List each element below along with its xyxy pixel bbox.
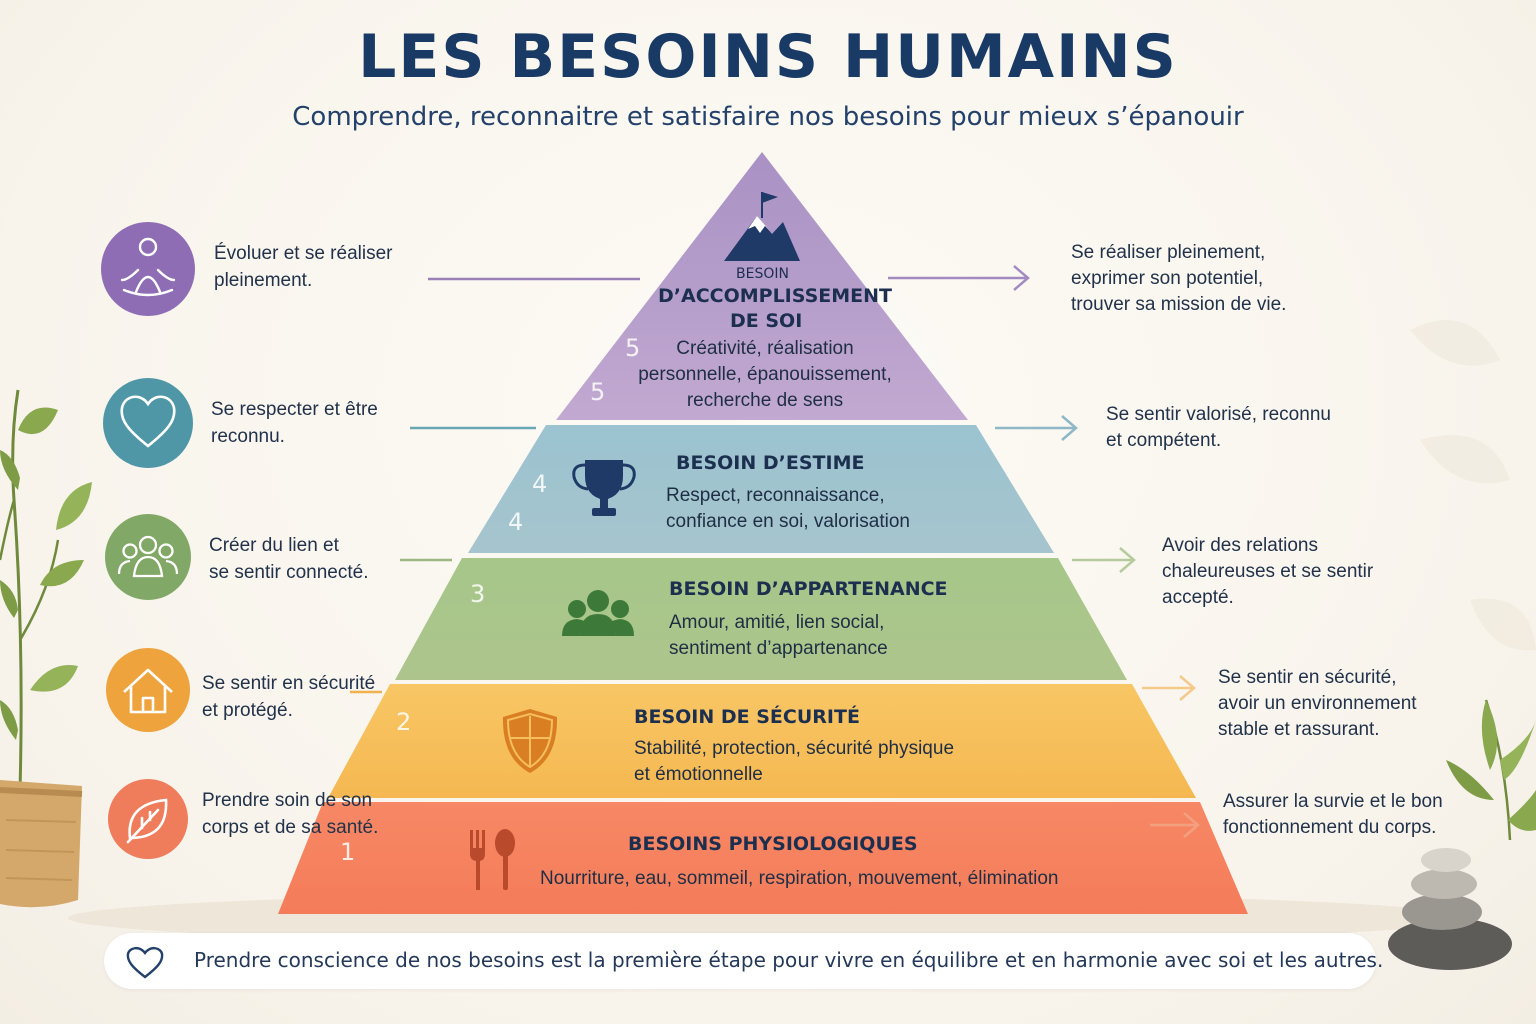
people-icon — [562, 590, 634, 636]
house-icon — [123, 668, 173, 714]
right-text-3: Avoir des relations chaleureuses et se s… — [1162, 535, 1374, 608]
right-arrow-5 — [888, 265, 1030, 291]
left-text-2: Se sentir en sécurité et protégé. — [202, 673, 376, 721]
left-text-4: Se respecter et être reconnu. — [211, 399, 378, 447]
left-circle-1 — [108, 779, 188, 859]
level-1-band — [278, 802, 1248, 914]
level-3-description: Amour, amitié, lien social, sentiment d’… — [669, 612, 888, 659]
level-5-number: 5 — [625, 334, 641, 362]
level-4-number-shadow: 4 — [508, 508, 524, 536]
footer-text: Prendre conscience de nos besoins est la… — [194, 948, 1384, 972]
stacked-stones — [1388, 848, 1512, 970]
meditation-icon — [120, 237, 176, 297]
right-arrow-4 — [995, 415, 1078, 441]
level-2-description: Stabilité, protection, sécurité physique… — [634, 738, 955, 785]
right-plant — [1446, 699, 1536, 841]
right-text-4: Se sentir valorisé, reconnu et compétent… — [1106, 404, 1331, 451]
left-plant — [0, 389, 92, 908]
level-4-description: Respect, reconnaissance, confiance en so… — [666, 485, 910, 532]
left-circle-2 — [106, 648, 190, 732]
level-1-title: BESOINS PHYSIOLOGIQUES — [628, 833, 918, 855]
left-text-3: Créer du lien et se sentir connecté. — [209, 535, 369, 583]
page-subtitle: Comprendre, reconnaitre et satisfaire no… — [292, 102, 1244, 132]
left-text-5: Évoluer et se réaliser pleinement. — [214, 243, 393, 291]
left-circle-4 — [103, 378, 193, 468]
left-circle-5 — [101, 222, 195, 316]
level-3-band — [395, 558, 1127, 680]
leaf-icon — [126, 798, 168, 844]
level-5-title-line1: D’ACCOMPLISSEMENT — [658, 285, 892, 307]
level-4-title: BESOIN D’ESTIME — [676, 452, 865, 474]
heart-icon — [120, 395, 176, 448]
right-arrow-2 — [1142, 675, 1196, 701]
level-5-title-line2: DE SOI — [730, 310, 803, 332]
level-2-number: 2 — [396, 708, 412, 736]
level-3-number: 3 — [470, 580, 486, 608]
left-text-1: Prendre soin de son corps et de sa santé… — [202, 790, 379, 838]
right-text-2: Se sentir en sécurité, avoir un environn… — [1218, 667, 1417, 740]
right-text-5: Se réaliser pleinement, exprimer son pot… — [1071, 242, 1287, 315]
level-5-title-small: BESOIN — [736, 266, 789, 282]
level-4-band — [468, 425, 1054, 553]
level-5-number-shadow: 5 — [590, 378, 606, 406]
level-4-number: 4 — [532, 470, 548, 498]
level-1-description: Nourriture, eau, sommeil, respiration, m… — [540, 868, 1059, 889]
right-text-1: Assurer la survie et le bon fonctionneme… — [1223, 791, 1443, 838]
level-2-band — [328, 684, 1196, 798]
level-3-title: BESOIN D’APPARTENANCE — [669, 578, 948, 600]
page-title: LES BESOINS HUMAINS — [358, 22, 1178, 92]
fork-spoon-icon — [470, 829, 515, 890]
level-1-number: 1 — [340, 838, 356, 866]
level-2-title: BESOIN DE SÉCURITÉ — [634, 706, 860, 728]
footer-banner: Prendre conscience de nos besoins est la… — [104, 933, 1383, 989]
heart-outline-icon — [126, 947, 164, 979]
mountain-flag-icon — [724, 192, 800, 261]
right-arrow-3 — [1072, 547, 1136, 573]
left-circle-3 — [105, 514, 191, 600]
level-5-band — [556, 152, 968, 420]
shield-icon — [502, 709, 558, 773]
background-leaves — [1410, 320, 1536, 651]
trophy-icon — [572, 460, 636, 516]
level-5-description: Créativité, réalisation personnelle, épa… — [638, 338, 892, 411]
right-arrow-1 — [1150, 812, 1200, 838]
group-icon — [117, 535, 179, 578]
